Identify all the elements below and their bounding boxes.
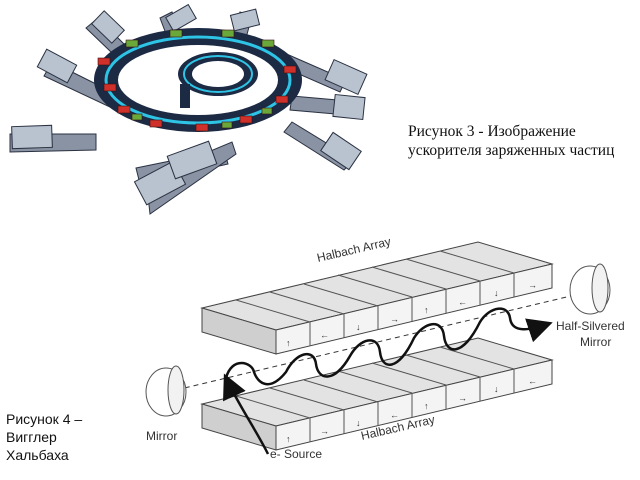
source-label: e- Source [270,447,322,461]
magnet-arrow: → [458,393,467,403]
bottom-array-side-face [275,359,553,451]
figure4-caption: Рисунок 4 – Вигглер Хальбаха [6,410,82,464]
magnet-arrow: ↑ [286,338,291,348]
top-halbach-array: ↑ ← ↓ → ↑ ← ↓ → [200,241,554,355]
hutch [11,124,53,150]
bottom-halbach-array: ↑ → ↓ ← ↑ → ↓ ← [200,337,554,451]
mirror-label: Mirror [146,429,177,443]
magnet [221,29,235,38]
hutch [320,131,362,171]
half-mirror-label-line1: Half-Silvered [556,319,625,333]
magnet-arrow: → [390,314,399,324]
magnet-arrow: ↓ [494,384,499,394]
magnet-arrow: ↓ [494,288,499,298]
top-array-magnetization-arrows: ↑ ← ↓ → ↑ ← ↓ → [286,280,537,348]
hutch [36,48,78,84]
figure3-caption: Рисунок 3 - Изображение ускорителя заряж… [408,122,614,160]
hutch [166,140,218,180]
hutch [324,58,368,96]
magnet-arrow: ← [390,410,399,420]
mirror [145,365,187,417]
figure4-caption-line2: Вигглер [6,429,57,445]
magnet [261,39,275,48]
magnet [103,83,117,92]
top-array-side-face [275,263,553,355]
figure4-caption-line1: Рисунок 4 – [6,411,83,427]
magnet-arrow: ← [528,376,537,386]
magnet [125,39,139,48]
magnet [131,113,143,121]
figure3-caption-line2: ускорителя заряженных частиц [408,142,615,159]
magnet [261,107,273,115]
hutch [332,93,366,121]
hutch [165,3,197,33]
storage-ring [94,28,302,132]
half-silvered-mirror [569,263,611,315]
hutch [229,8,261,32]
half-mirror-label-line2: Mirror [580,335,611,349]
magnet [195,123,209,132]
experimental-hutches [11,3,368,206]
magnet [117,105,131,114]
magnet [169,29,183,38]
magnet-arrow: ↑ [286,434,291,444]
electron-injection-path [223,373,270,455]
magnet [239,115,253,124]
magnet [275,95,289,104]
electron-wiggle-trajectory [224,307,553,386]
magnet-arrow: ↑ [424,401,429,411]
magnet-arrow: ← [458,297,467,307]
magnet [221,121,233,129]
magnet-arrow: ↓ [356,418,361,428]
top-array-label: Halbach Array [316,234,393,265]
figure3-caption-line1: Рисунок 3 - Изображение [408,123,576,140]
magnet-arrow: ↑ [424,305,429,315]
magnet-arrow: → [528,280,537,290]
ring-magnets [97,29,297,132]
magnet-arrow: → [320,426,329,436]
magnet-arrow: ← [320,330,329,340]
figure4-caption-line3: Хальбаха [6,447,69,463]
top-array-segment-lines [235,250,515,346]
hutch [90,10,126,44]
bottom-array-segment-lines [235,346,515,442]
magnet-arrow: ↓ [356,322,361,332]
magnet [283,65,297,74]
magnet [97,57,111,66]
bottom-array-magnetization-arrows: ↑ → ↓ ← ↑ → ↓ ← [286,376,537,444]
magnet [149,119,163,128]
